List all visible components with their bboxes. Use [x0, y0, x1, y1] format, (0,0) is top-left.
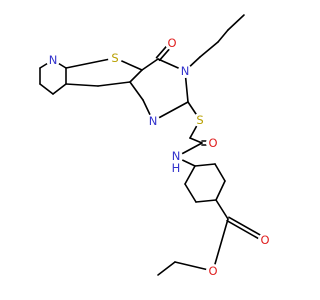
atom-o-ester-carbonyl: O — [258, 233, 272, 247]
bond-a1-a2 — [194, 163, 216, 167]
atom-n-pyrimidine-label: N — [149, 114, 158, 128]
bond-b1-b2 — [199, 41, 219, 58]
atom-s-thioether: S — [193, 113, 207, 127]
atom-s-thioether-label: S — [196, 113, 203, 127]
bond-c9-c7 — [97, 81, 131, 87]
atom-o-amide: O — [206, 136, 220, 150]
bond-c10-c9 — [129, 69, 143, 83]
atom-n-pyridine-label: N — [49, 53, 58, 67]
bond-b2-b3 — [217, 29, 229, 43]
molecule-structure: N S O N N S O N H — [39, 14, 272, 278]
bond-a2-a3 — [214, 163, 226, 182]
bond-c16-o4 — [212, 218, 229, 272]
bond-c11-c9 — [129, 81, 144, 101]
atom-n-lactam-label: N — [181, 64, 190, 78]
bond-a6-a1 — [184, 165, 196, 185]
atom-n-amide: N H — [169, 149, 183, 175]
atom-n-lactam: N — [178, 64, 192, 78]
atom-s-thiophene-label: S — [111, 51, 118, 65]
bond-c16-o3 — [226, 219, 265, 243]
bond-c16-o3 — [228, 216, 267, 240]
bond-a4-a5 — [195, 199, 217, 203]
bond-c10-c12 — [141, 58, 159, 71]
atom-o-ester-carbonyl-label: O — [260, 233, 269, 247]
bond-layer — [39, 14, 267, 276]
atom-o-carbonyl-label: O — [167, 36, 176, 50]
bond-a4-c16 — [215, 199, 229, 220]
bond-c3-c4 — [52, 83, 67, 95]
atom-o-ester-ether: O — [206, 264, 220, 278]
atom-n-amide-label: N — [172, 149, 181, 163]
atom-o-carbonyl: O — [165, 36, 179, 50]
atom-h-amide-label: H — [172, 161, 181, 175]
bond-e1-e2 — [157, 261, 176, 276]
atom-n-pyrimidine: N — [146, 114, 160, 128]
molecule-diagram: N S O N N S O N H — [39, 14, 272, 278]
bond-a3-a4 — [215, 180, 226, 201]
bond-c4-c5 — [39, 83, 54, 95]
bond-c2-s1 — [65, 57, 116, 69]
bond-c14-c15 — [189, 137, 203, 144]
bond-a5-a6 — [184, 183, 197, 203]
bond-b3-b4 — [227, 14, 245, 31]
atom-o-amide-label: O — [208, 136, 217, 150]
atom-n-pyridine: N — [46, 53, 60, 67]
atom-s-thiophene: S — [108, 51, 122, 65]
atom-o-ester-ether-label: O — [208, 264, 217, 278]
bond-c7-c3 — [65, 83, 99, 87]
atom-label-layer: N S O N N S O N H — [46, 36, 272, 278]
